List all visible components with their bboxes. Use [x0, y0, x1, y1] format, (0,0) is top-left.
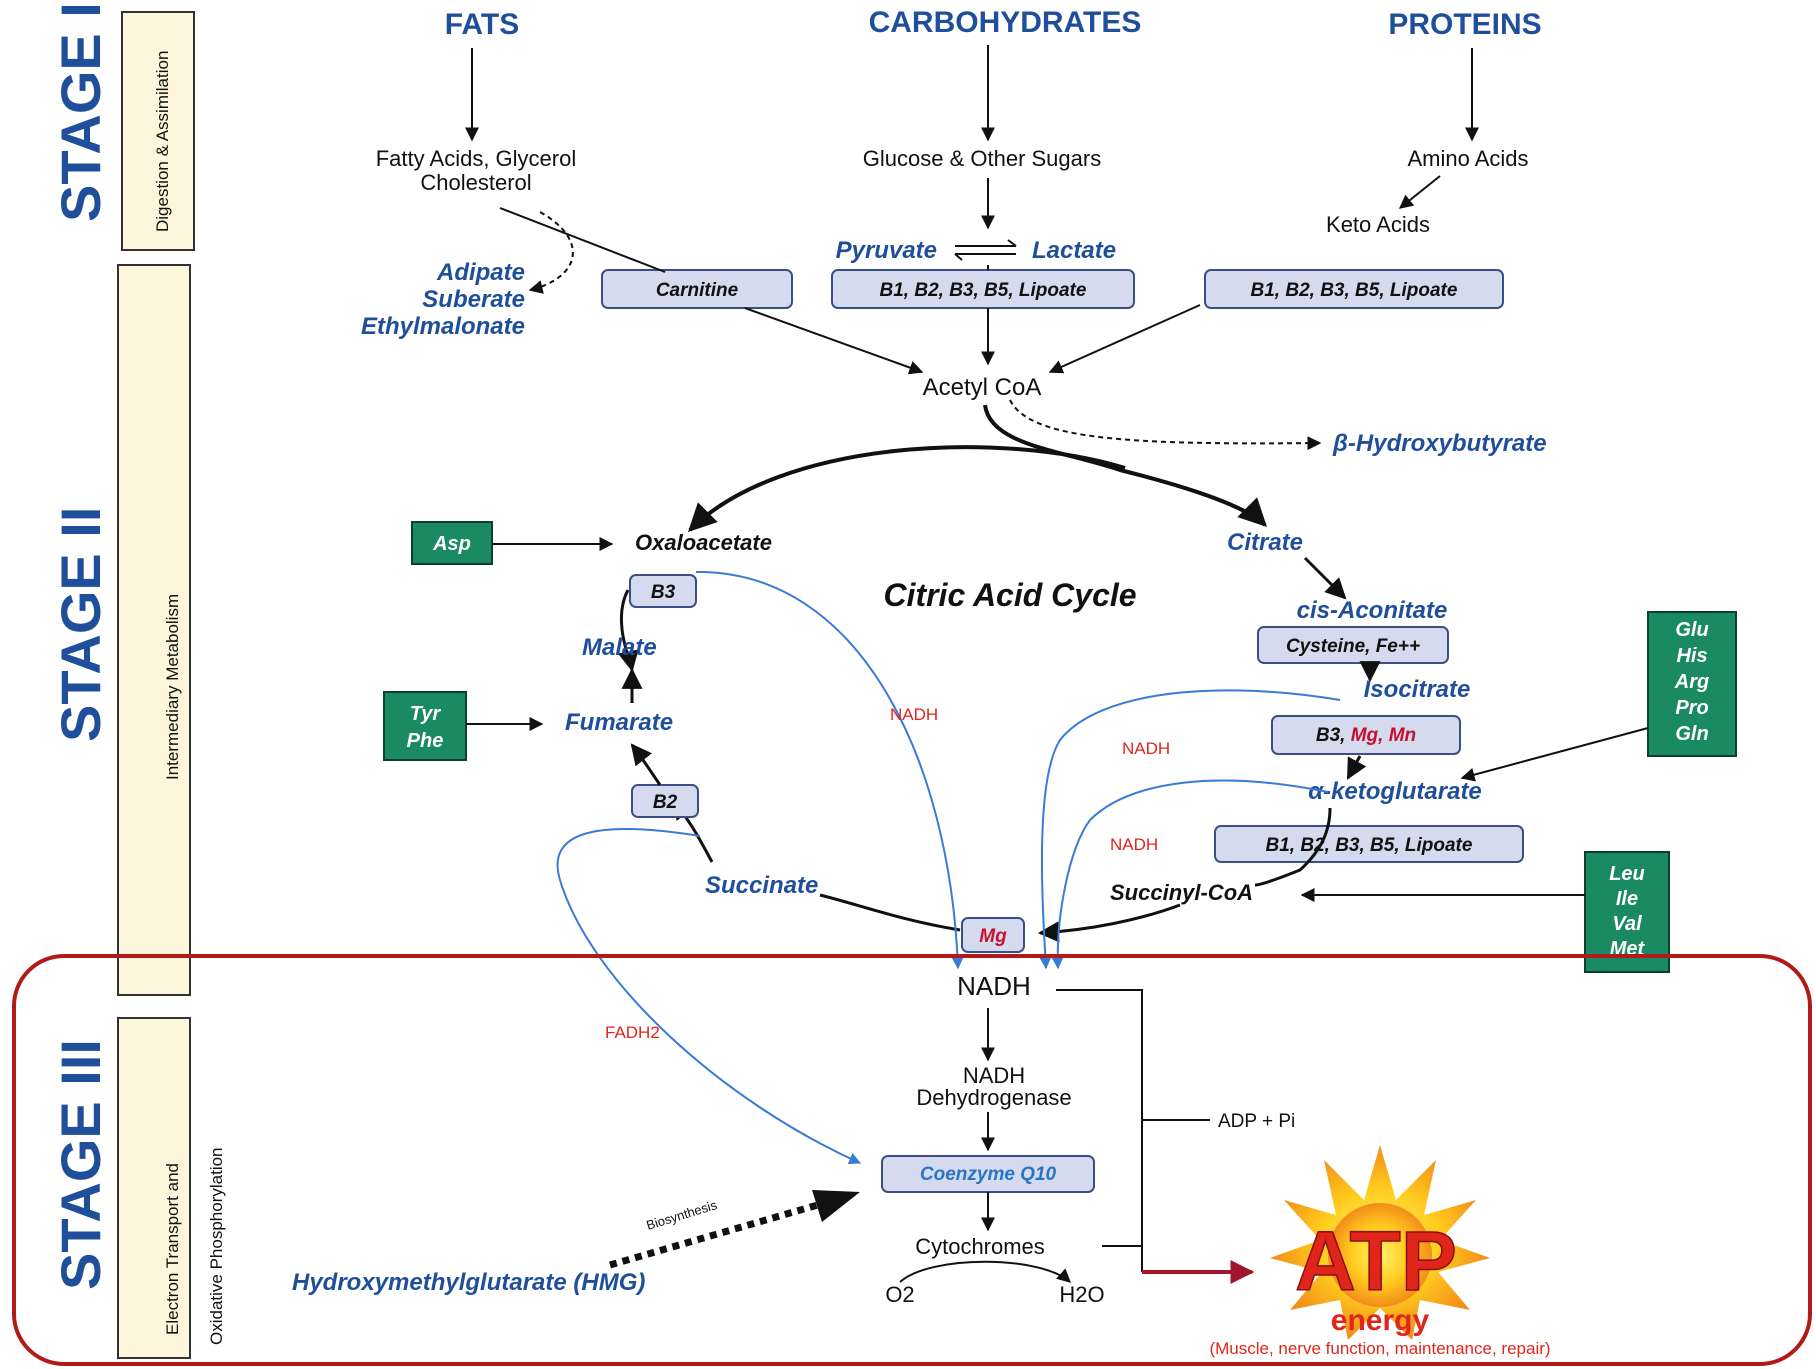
- energy-note: (Muscle, nerve function, maintenance, re…: [1209, 1339, 1550, 1358]
- fadh2-label: FADH2: [605, 1023, 660, 1042]
- atp-sun-icon: [1270, 1145, 1490, 1340]
- stage-2-panel: STAGE II Intermediary Metabolism: [49, 264, 191, 996]
- succinate-b2-label: B2: [653, 792, 678, 813]
- biosynthesis-label: Biosynthesis: [644, 1197, 719, 1233]
- his-label: His: [1676, 645, 1707, 667]
- stage-2-side-label: Intermediary Metabolism: [163, 594, 182, 780]
- fumarate-label: Fumarate: [565, 709, 673, 736]
- o2-label: O2: [885, 1282, 914, 1307]
- glu-group-box: Glu His Arg Pro Gln: [1647, 611, 1737, 757]
- succinate-label: Succinate: [705, 872, 818, 899]
- stage-1-panel: STAGE I Digestion & Assimilation: [49, 2, 195, 251]
- hmg-label: Hydroxymethylglutarate (HMG): [292, 1269, 645, 1296]
- leu-label: Leu: [1609, 863, 1645, 885]
- cholesterol-label: Cholesterol: [420, 170, 531, 195]
- pyruvate-label: Pyruvate: [836, 237, 937, 264]
- header-carbohydrates: CARBOHYDRATES: [869, 6, 1142, 39]
- akg-cofactor-box: B1, B2, B3, B5, Lipoate: [1214, 825, 1524, 863]
- stage-3-title: STAGE III: [49, 1039, 112, 1290]
- mg-box: Mg: [961, 917, 1025, 953]
- adp-label: ADP + Pi: [1218, 1111, 1295, 1132]
- atp-label: ATP: [1295, 1214, 1457, 1308]
- pyruvate-cofactors-label: B1, B2, B3, B5, Lipoate: [880, 280, 1087, 301]
- lactate-label: Lactate: [1032, 237, 1116, 264]
- nadh-dh-line-1: NADH: [963, 1063, 1025, 1088]
- carnitine-box: Carnitine: [601, 269, 793, 309]
- energy-label: energy: [1331, 1304, 1430, 1337]
- stage-1-title: STAGE I: [49, 2, 112, 222]
- aconitase-box: Cysteine, Fe++: [1257, 626, 1449, 664]
- coq10-box: Coenzyme Q10: [881, 1155, 1095, 1193]
- malate-label: Malate: [582, 634, 657, 661]
- isocitrate-label: Isocitrate: [1364, 676, 1471, 703]
- mg-label: Mg: [979, 926, 1007, 947]
- phe-label: Phe: [407, 730, 444, 752]
- nadh-main-label: NADH: [957, 971, 1031, 1001]
- biosynthesis-arrowhead: [812, 1190, 860, 1222]
- keto-cofactor-box: B1, B2, B3, B5, Lipoate: [1204, 269, 1504, 309]
- amino-acids-label: Amino Acids: [1407, 146, 1528, 171]
- coq10-label: Coenzyme Q10: [920, 1164, 1057, 1185]
- glu-label: Glu: [1675, 619, 1708, 641]
- header-proteins: PROTEINS: [1388, 8, 1541, 41]
- ile-label: Ile: [1616, 888, 1638, 910]
- isocitrate-b3-label: B3,: [1316, 725, 1351, 746]
- cis-aconitate-label: cis-Aconitate: [1297, 597, 1448, 624]
- suberate-label: Suberate: [422, 286, 525, 313]
- keto-cofactors-label: B1, B2, B3, B5, Lipoate: [1251, 280, 1458, 301]
- glucose-label: Glucose & Other Sugars: [863, 146, 1101, 171]
- succinyl-coa-label: Succinyl-CoA: [1110, 880, 1253, 905]
- hydroxybutyrate-label: β-Hydroxybutyrate: [1332, 430, 1547, 457]
- isocitrate-cofactor-box: B3, Mg, Mn: [1271, 715, 1461, 755]
- adipate-label: Adipate: [436, 259, 525, 286]
- stage-3-side-label-1: Electron Transport and: [163, 1163, 182, 1335]
- cytochromes-label: Cytochromes: [915, 1234, 1045, 1259]
- isocitrate-cofactor-text: B3, Mg, Mn: [1316, 725, 1416, 746]
- akg-cofactors-label: B1, B2, B3, B5, Lipoate: [1266, 835, 1473, 856]
- nadh-label-2: NADH: [1122, 739, 1170, 758]
- h2o-label: H2O: [1059, 1282, 1104, 1307]
- pro-label: Pro: [1675, 697, 1708, 719]
- malate-b3-label: B3: [651, 582, 676, 603]
- acetyl-coa-label: Acetyl CoA: [923, 374, 1042, 401]
- nadh-label-1: NADH: [890, 705, 938, 724]
- citrate-label: Citrate: [1227, 529, 1303, 556]
- tyr-phe-box: Tyr Phe: [383, 691, 467, 761]
- asp-label: Asp: [432, 533, 471, 555]
- header-fats: FATS: [445, 8, 519, 41]
- val-label: Val: [1612, 913, 1642, 935]
- ethylmalonate-label: Ethylmalonate: [361, 313, 525, 340]
- nadh-label-3: NADH: [1110, 835, 1158, 854]
- carnitine-label: Carnitine: [656, 280, 739, 301]
- stage-3-panel: STAGE III Electron Transport and Oxidati…: [49, 1017, 226, 1359]
- tyr-label: Tyr: [410, 703, 442, 725]
- isocitrate-minerals-label: Mg, Mn: [1351, 725, 1416, 746]
- asp-box: Asp: [411, 521, 493, 565]
- malate-b3-box: B3: [629, 574, 697, 608]
- arg-label: Arg: [1674, 671, 1709, 693]
- gln-label: Gln: [1675, 723, 1708, 745]
- aconitase-label: Cysteine, Fe++: [1286, 636, 1420, 657]
- citric-acid-cycle-title: Citric Acid Cycle: [883, 577, 1136, 613]
- stage-2-title: STAGE II: [49, 507, 112, 742]
- fatty-acids-label: Fatty Acids, Glycerol: [376, 146, 577, 171]
- stage-3-side-label-2: Oxidative Phosphorylation: [207, 1147, 226, 1345]
- pyruvate-cofactor-box: B1, B2, B3, B5, Lipoate: [831, 269, 1135, 309]
- stage-1-side-label: Digestion & Assimilation: [153, 51, 172, 232]
- nadh-dh-line-2: Dehydrogenase: [916, 1085, 1071, 1110]
- succinate-b2-box: B2: [631, 784, 699, 818]
- stage-3-frame: [12, 954, 1812, 1366]
- alpha-ketoglutarate-label: α-ketoglutarate: [1308, 778, 1482, 805]
- keto-acids-label: Keto Acids: [1326, 212, 1430, 237]
- oxaloacetate-label: Oxaloacetate: [635, 530, 772, 555]
